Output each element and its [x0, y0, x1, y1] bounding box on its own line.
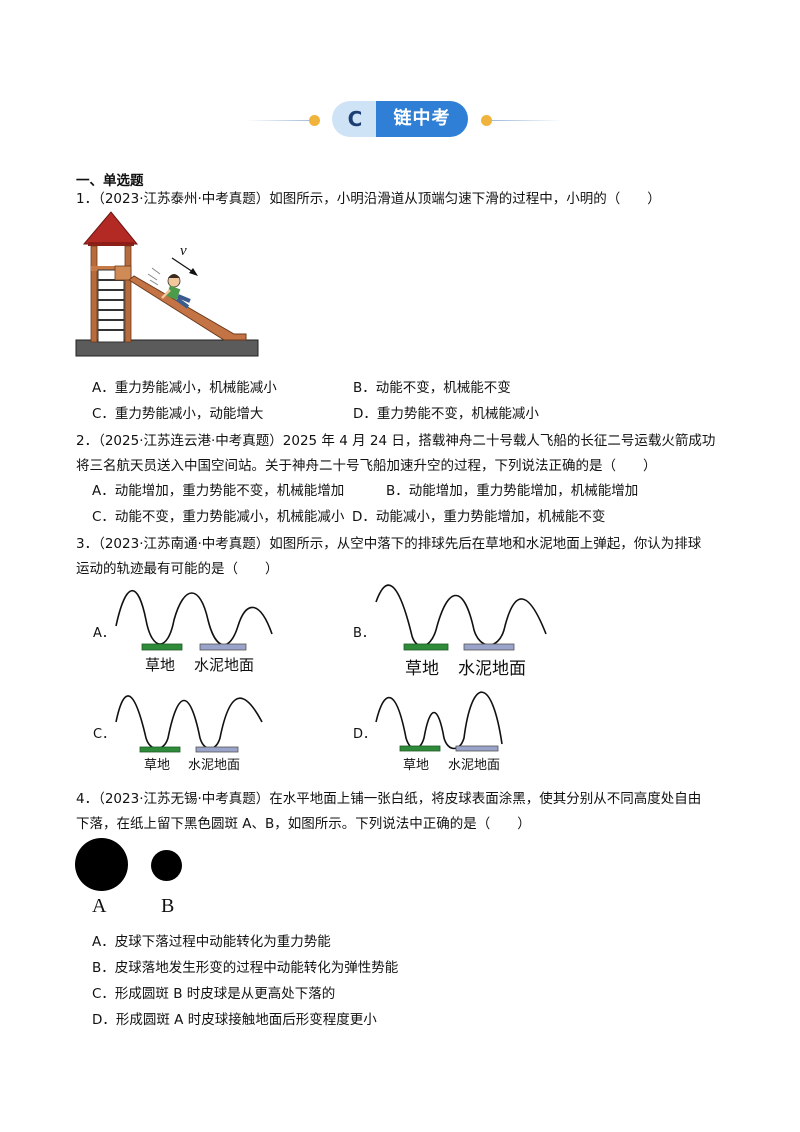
q3-d-grass-label: 草地 — [403, 758, 430, 773]
q4-option-c[interactable]: C．形成圆斑 B 时皮球是从更高处下落的 — [92, 986, 336, 1002]
q1-option-d[interactable]: D．重力势能不变，机械能减小 — [353, 406, 539, 422]
q3-trajectory-d[interactable] — [372, 682, 522, 754]
spot-a-label: A — [92, 895, 107, 917]
slide-figure — [75, 211, 259, 357]
q2-option-d[interactable]: D．动能减小，重力势能增加，机械能不变 — [352, 505, 606, 525]
q2-stem-line1: 2．（2025·江苏连云港·中考真题）2025 年 4 月 24 日，搭载神舟二… — [76, 433, 716, 449]
header-badge-title: 链中考 — [376, 101, 468, 137]
q3-trajectory-a[interactable] — [112, 580, 280, 656]
q1-option-a[interactable]: A．重力势能减小，机械能减小 — [92, 380, 277, 396]
spot-b-circle — [151, 850, 182, 881]
child-figure — [161, 274, 191, 309]
q3-b-grass-label: 草地 — [405, 659, 439, 679]
q4-stem-line1: 4．（2023·江苏无锡·中考真题）在水平地面上铺一张白纸，将皮球表面涂黑，使其… — [76, 791, 702, 807]
q1-option-b[interactable]: B．动能不变，机械能不变 — [353, 380, 511, 396]
header-right-dot — [481, 115, 492, 126]
q4-stem-line2: 下落，在纸上留下黑色圆斑 A、B，如图所示。下列说法中正确的是（ ） — [76, 816, 531, 832]
q3-option-c-label[interactable]: C． — [93, 727, 116, 742]
spot-b-label: B — [161, 895, 175, 917]
q3-stem-line2: 运动的轨迹最有可能的是（ ） — [76, 561, 279, 577]
q4-option-a[interactable]: A．皮球下落过程中动能转化为重力势能 — [92, 934, 331, 950]
q3-stem-line1: 3．（2023·江苏南通·中考真题）如图所示，从空中落下的排球先后在草地和水泥地… — [76, 536, 702, 552]
q2-option-a[interactable]: A．动能增加，重力势能不变，机械能增加 — [92, 483, 345, 499]
q3-c-cement-label: 水泥地面 — [188, 758, 241, 773]
header-right-line — [492, 120, 562, 121]
q3-a-cement-label: 水泥地面 — [194, 656, 255, 674]
q3-option-d-label[interactable]: D． — [353, 727, 377, 742]
q3-option-a-label[interactable]: A． — [93, 626, 115, 641]
q4-option-d[interactable]: D．形成圆斑 A 时皮球接触地面后形变程度更小 — [92, 1012, 377, 1028]
q1-option-c[interactable]: C．重力势能减小，动能增大 — [92, 406, 264, 422]
q2-stem-line2: 将三名航天员送入中国空间站。关于神舟二十号飞船加速升空的过程，下列说法正确的是（… — [76, 458, 657, 474]
header-left-dot — [309, 115, 320, 126]
slide-chute — [128, 275, 247, 341]
velocity-label: v — [180, 243, 187, 259]
header-left-line — [245, 120, 315, 121]
q4-option-b[interactable]: B．皮球落地发生形变的过程中动能转化为弹性势能 — [92, 960, 399, 976]
q3-c-grass-label: 草地 — [144, 758, 171, 773]
header-badge-letter: C — [332, 101, 378, 137]
q3-trajectory-c[interactable] — [112, 686, 272, 754]
q1-stem: 1．（2023·江苏泰州·中考真题）如图所示，小明沿滑道从顶端匀速下滑的过程中，… — [76, 191, 661, 207]
q3-a-grass-label: 草地 — [145, 656, 176, 674]
section-title: 一、单选题 — [76, 173, 144, 189]
q3-d-cement-label: 水泥地面 — [448, 758, 501, 773]
q3-b-cement-label: 水泥地面 — [458, 659, 526, 679]
q3-option-b-label[interactable]: B． — [353, 626, 375, 641]
spot-a-circle — [75, 838, 128, 891]
slide-base — [75, 339, 259, 357]
q3-trajectory-b[interactable] — [372, 578, 550, 656]
slide-roof — [82, 211, 139, 245]
q2-option-c[interactable]: C．动能不变，重力势能减小，机械能减小 — [92, 509, 345, 525]
q2-option-b[interactable]: B．动能增加，重力势能增加，机械能增加 — [386, 483, 639, 499]
